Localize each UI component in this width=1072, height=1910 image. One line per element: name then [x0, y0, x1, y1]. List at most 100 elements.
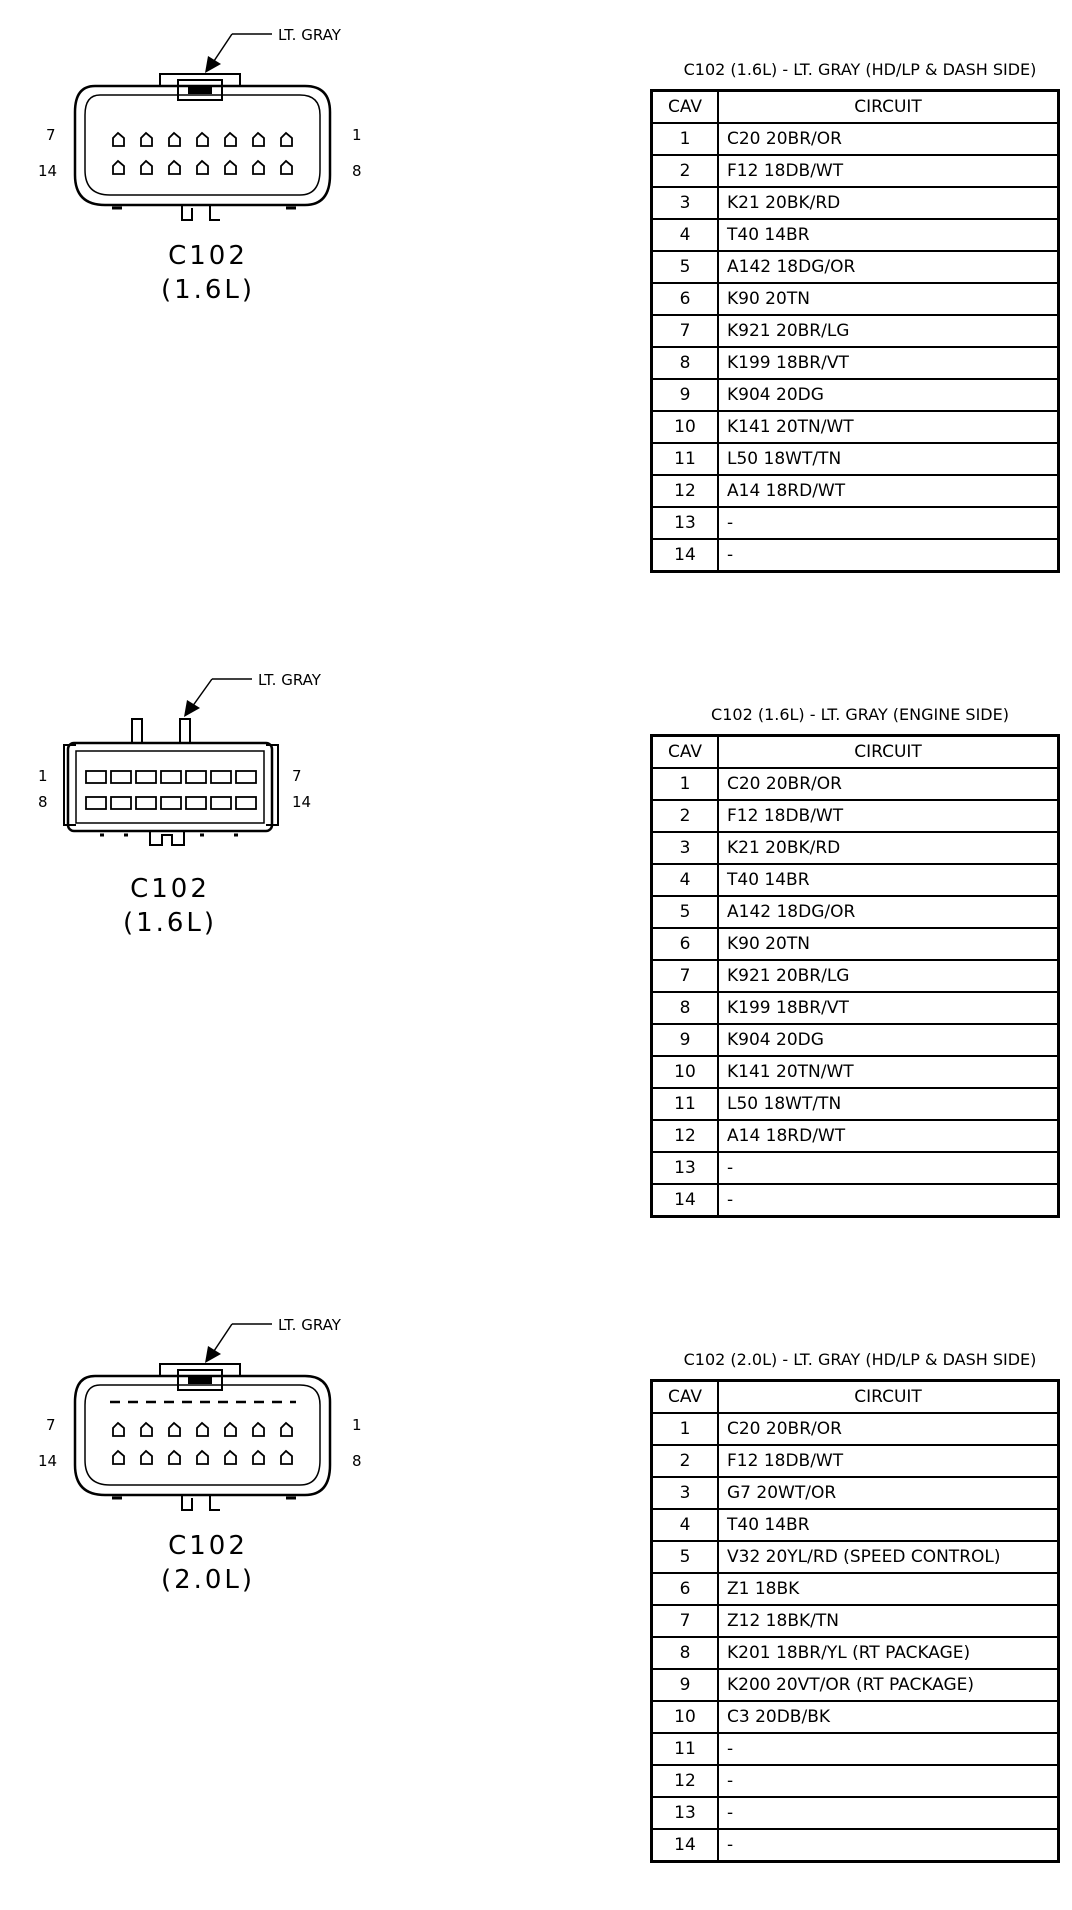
circuit-cell: -	[717, 1764, 1060, 1798]
cav-cell: 11	[650, 1732, 719, 1766]
cav-cell: 9	[650, 1023, 719, 1057]
color-callout-label: LT. GRAY	[258, 671, 322, 689]
circuit-cell: Z1 18BK	[717, 1572, 1060, 1606]
circuit-cell: A14 18RD/WT	[717, 1119, 1060, 1153]
column-header-cav: CAV	[650, 734, 719, 769]
pin-number-left-top: 7	[46, 126, 56, 144]
pin-number-left-bottom: 14	[38, 162, 57, 180]
circuit-cell: T40 14BR	[717, 863, 1060, 897]
cav-cell: 6	[650, 1572, 719, 1606]
circuit-cell: F12 18DB/WT	[717, 1444, 1060, 1478]
table-title: C102 (1.6L) - LT. GRAY (ENGINE SIDE)	[711, 705, 1009, 724]
pin-number-left-bottom: 14	[38, 1452, 57, 1470]
circuit-cell: A142 18DG/OR	[717, 250, 1060, 284]
cav-cell: 1	[650, 1412, 719, 1446]
cav-cell: 4	[650, 218, 719, 252]
cav-cell: 11	[650, 1087, 719, 1121]
cav-cell: 11	[650, 442, 719, 476]
circuit-cell: K141 20TN/WT	[717, 410, 1060, 444]
cav-cell: 13	[650, 1796, 719, 1830]
cav-cell: 12	[650, 1764, 719, 1798]
cav-cell: 13	[650, 1151, 719, 1185]
column-header-cav: CAV	[650, 1379, 719, 1414]
pin-number-left-top: 1	[38, 767, 48, 785]
cav-cell: 7	[650, 314, 719, 348]
cav-cell: 8	[650, 346, 719, 380]
connector-variant: (2.0L)	[161, 1565, 255, 1595]
connector-face-diagram-1: LT. GRAY 7 14	[38, 26, 362, 305]
circuit-cell: K921 20BR/LG	[717, 314, 1060, 348]
cav-cell: 10	[650, 1055, 719, 1089]
cav-cell: 5	[650, 250, 719, 284]
table-title: C102 (1.6L) - LT. GRAY (HD/LP & DASH SID…	[683, 60, 1037, 79]
circuit-cell: K90 20TN	[717, 927, 1060, 961]
cav-cell: 9	[650, 1668, 719, 1702]
cav-cell: 2	[650, 154, 719, 188]
color-callout-label: LT. GRAY	[278, 26, 342, 44]
cav-cell: 12	[650, 474, 719, 508]
circuit-cell: L50 18WT/TN	[717, 442, 1060, 476]
connector-face-diagram-3: LT. GRAY 7 14 1	[38, 1316, 362, 1595]
column-header-circuit: CIRCUIT	[717, 1379, 1060, 1414]
circuit-cell: A14 18RD/WT	[717, 474, 1060, 508]
cav-cell: 9	[650, 378, 719, 412]
circuit-cell: K90 20TN	[717, 282, 1060, 316]
cav-cell: 1	[650, 767, 719, 801]
cav-cell: 3	[650, 186, 719, 220]
cav-cell: 14	[650, 1828, 719, 1863]
table-title: C102 (2.0L) - LT. GRAY (HD/LP & DASH SID…	[683, 1350, 1037, 1369]
connector-section-2: LT. GRAY	[0, 645, 1072, 1265]
table-row: 13-	[650, 1151, 1060, 1185]
pin-number-right-top: 7	[292, 767, 302, 785]
circuit-cell: C20 20BR/OR	[717, 1412, 1060, 1446]
connector-variant: (1.6L)	[123, 908, 217, 938]
cav-cell: 1	[650, 122, 719, 156]
pin-number-right-bottom: 14	[292, 793, 311, 811]
connector-variant: (1.6L)	[161, 275, 255, 305]
pin-number-right-bottom: 8	[352, 162, 362, 180]
cav-cell: 3	[650, 831, 719, 865]
connector-name: C102	[168, 241, 248, 271]
circuit-cell: T40 14BR	[717, 1508, 1060, 1542]
table-row: 14-	[650, 1183, 1060, 1218]
circuit-cell: K21 20BK/RD	[717, 186, 1060, 220]
circuit-cell: C3 20DB/BK	[717, 1700, 1060, 1734]
table-row: 13-	[650, 1796, 1060, 1830]
circuit-cell: K201 18BR/YL (RT PACKAGE)	[717, 1636, 1060, 1670]
cav-cell: 14	[650, 538, 719, 573]
table-row: 11-	[650, 1732, 1060, 1766]
connector-name: C102	[168, 1531, 248, 1561]
cav-cell: 3	[650, 1476, 719, 1510]
cav-cell: 5	[650, 1540, 719, 1574]
table-row: 13-	[650, 506, 1060, 540]
circuit-cell: -	[717, 1732, 1060, 1766]
table-row: 14-	[650, 1828, 1060, 1863]
circuit-cell: K200 20VT/OR (RT PACKAGE)	[717, 1668, 1060, 1702]
column-header-cav: CAV	[650, 89, 719, 124]
pin-number-right-top: 1	[352, 126, 362, 144]
circuit-cell: -	[717, 1183, 1060, 1218]
circuit-cell: -	[717, 1796, 1060, 1830]
